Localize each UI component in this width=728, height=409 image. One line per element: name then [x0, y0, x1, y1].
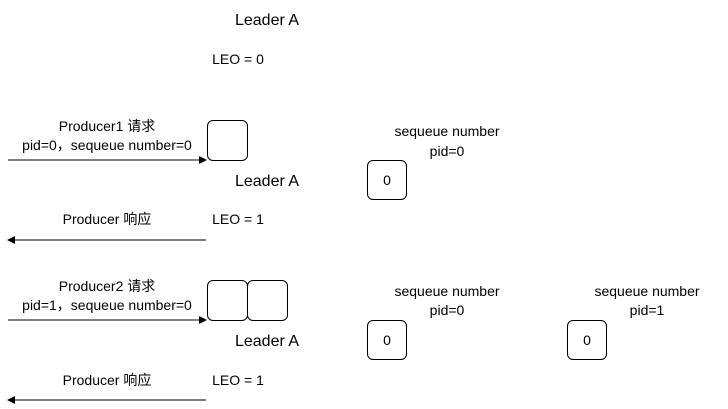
leo-step2: LEO = 1: [212, 372, 264, 388]
seq-caption-step2-a: sequeue number: [394, 283, 500, 299]
leo-step1: LEO = 1: [212, 211, 264, 227]
producer-response-2: Producer 响应: [62, 372, 152, 388]
seq-pid-step1: pid=0: [429, 143, 465, 159]
producer-response-1: Producer 响应: [62, 211, 152, 227]
leader-a-label-step1: Leader A: [234, 173, 300, 190]
log-record-box-2a: [207, 280, 248, 321]
log-record-box-2b: [247, 280, 288, 321]
seq-pid-step2-a: pid=0: [429, 302, 465, 318]
seq-caption-step2-b: sequeue number: [594, 283, 700, 299]
leader-a-label-initial: Leader A: [234, 12, 300, 29]
log-record-box-1: [207, 120, 248, 161]
seq-value-box-step2-b: 0: [567, 320, 607, 360]
seq-pid-step2-b: pid=1: [629, 302, 665, 318]
seq-value-box-step1: 0: [367, 160, 407, 200]
seq-value-box-step2-a: 0: [367, 320, 407, 360]
leader-a-label-step2: Leader A: [234, 333, 300, 350]
leo-initial: LEO = 0: [212, 51, 264, 67]
producer2-request-title: Producer2 请求: [58, 278, 156, 294]
seq-caption-step1: sequeue number: [394, 123, 500, 139]
producer1-request-detail: pid=0，sequeue number=0: [22, 137, 192, 153]
producer2-request-detail: pid=1，sequeue number=0: [22, 297, 192, 313]
producer1-request-title: Producer1 请求: [58, 118, 156, 134]
